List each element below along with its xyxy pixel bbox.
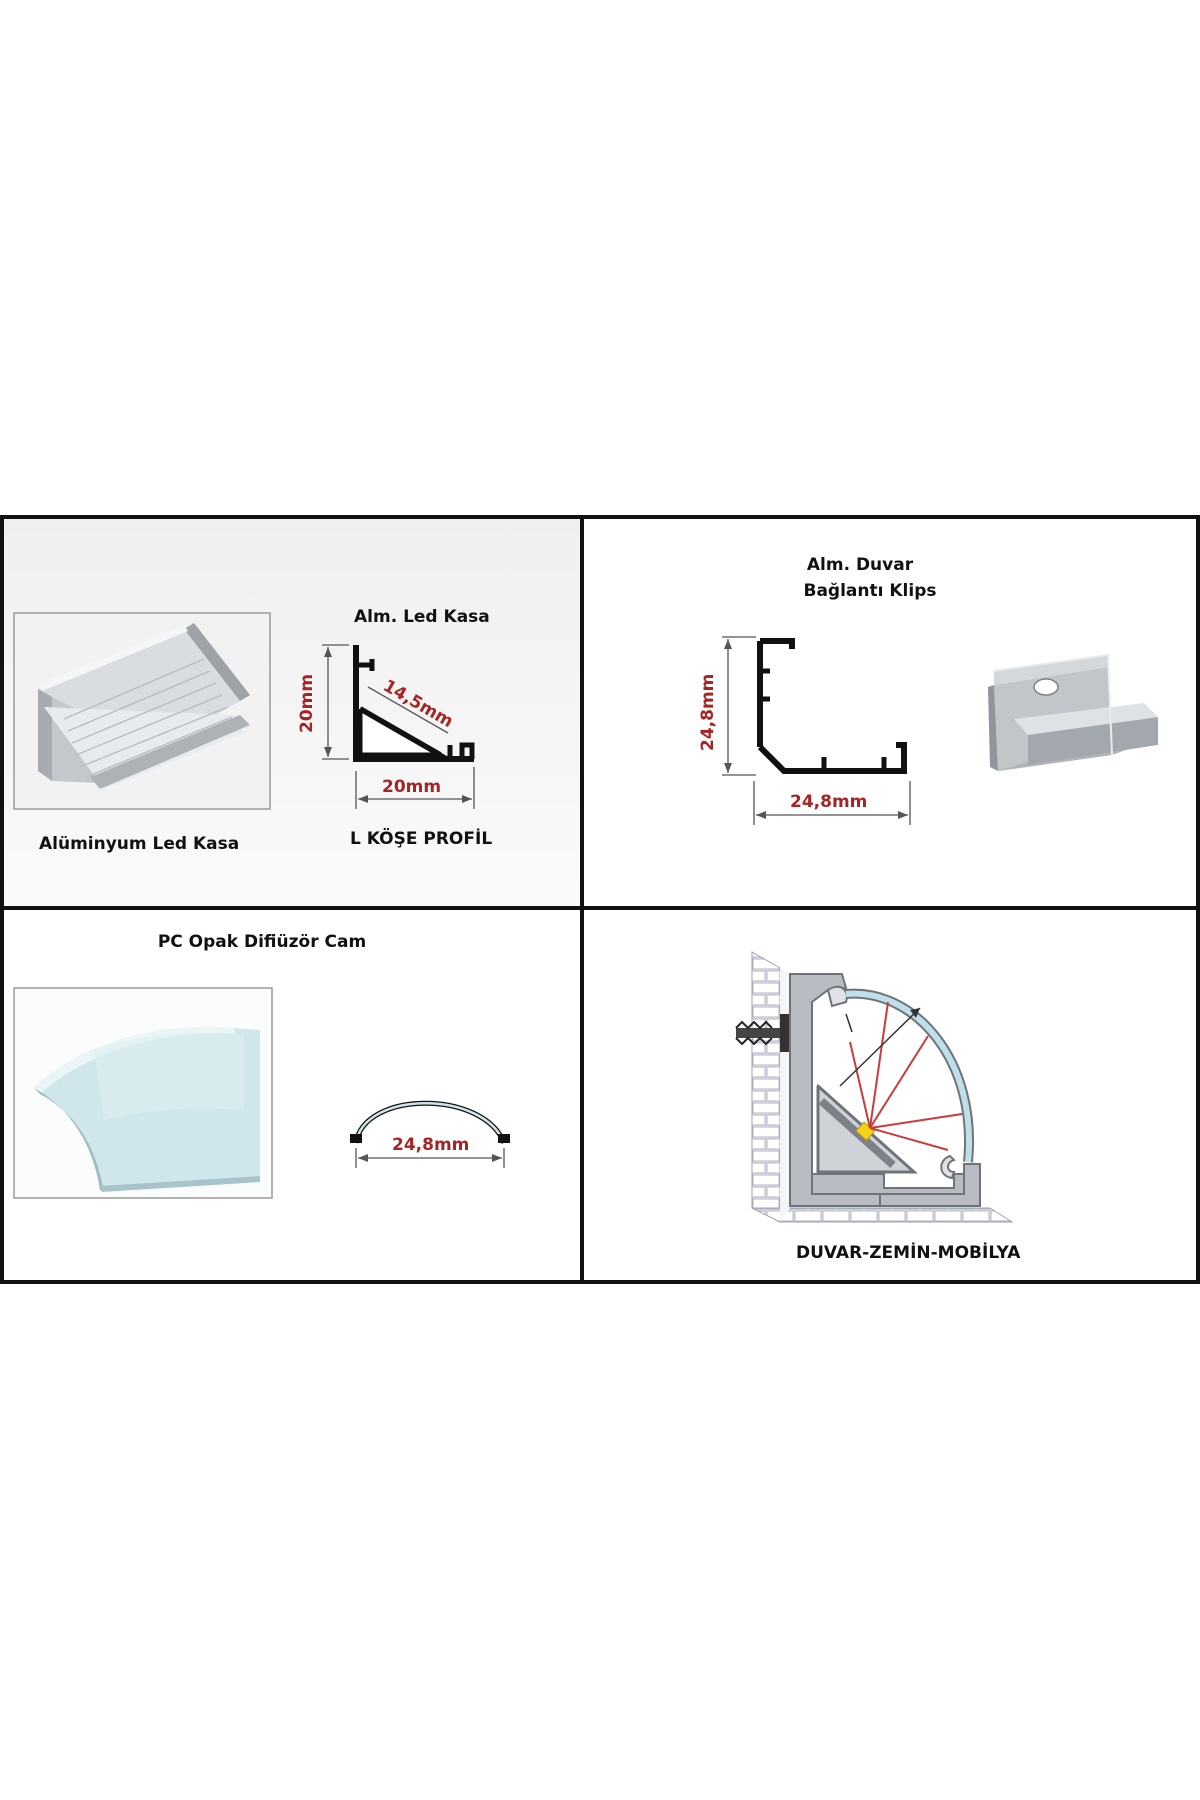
diffuser-dimension-lines: [355, 1148, 505, 1168]
panel-led-case: Alüminyum Led Kasa Alm. Led Kasa: [4, 519, 580, 906]
diffuser-photo: [34, 1026, 260, 1192]
led-case-photo: [38, 623, 250, 789]
diffuser-dim-width: 24,8mm: [392, 1135, 469, 1155]
led-case-dimension-arrows: [324, 647, 472, 803]
installation-diffuser: [845, 990, 973, 1163]
installation-profile: [789, 973, 981, 1207]
diffuser-dimension-arrows: [358, 1154, 502, 1162]
wall-clip-dim-width: 24,8mm: [790, 792, 867, 812]
wall-clip-dimension-arrows: [724, 639, 908, 819]
panel-divider-horizontal: [4, 906, 1196, 910]
angle-arrow-icon: [910, 1008, 920, 1018]
led-case-illustration: Alüminyum Led Kasa Alm. Led Kasa: [13, 607, 492, 854]
led-case-drawing-title: Alm. Led Kasa: [354, 607, 490, 627]
diffuser-title: PC Opak Difiüzör Cam: [158, 932, 366, 952]
led-case-photo-caption: Alüminyum Led Kasa: [39, 834, 239, 854]
floor-bricks: [751, 1207, 1014, 1223]
diffuser-profile-ends: [350, 1134, 510, 1143]
light-rays: [849, 1001, 963, 1151]
panel-installation: DUVAR-ZEMİN-MOBİLYA: [584, 910, 1196, 1280]
diffuser-illustration: PC Opak Difiüzör Cam: [13, 932, 510, 1199]
led-case-dimension-lines: [322, 644, 475, 809]
l-profile-triangle: [357, 706, 450, 758]
panel-diffuser: PC Opak Difiüzör Cam: [4, 910, 580, 1280]
led-strip-icon: [818, 1098, 896, 1168]
wall-clip-title-line1: Alm. Duvar: [807, 555, 914, 575]
installation-caption: DUVAR-ZEMİN-MOBİLYA: [796, 1241, 1021, 1263]
wall-clip-title-line2: Bağlantı Klips: [804, 581, 937, 601]
wall-clip-illustration: Alm. Duvar Bağlantı Klips: [698, 555, 1158, 825]
led-case-dim-width: 20mm: [382, 777, 441, 797]
panel-divider-vertical: [580, 519, 584, 1280]
wall-clip-dimension-lines: [722, 636, 911, 825]
wall-clip-photo: [988, 653, 1158, 771]
profile-name: L KÖŞE PROFİL: [350, 827, 492, 849]
wall-edge: [780, 968, 790, 1222]
installation-illustration: DUVAR-ZEMİN-MOBİLYA: [735, 951, 1021, 1263]
led-case-dim-height: 20mm: [297, 674, 317, 733]
wall-bricks: [751, 951, 781, 1223]
wall-clip-dim-height: 24,8mm: [698, 674, 718, 751]
diffuser-profile-inner: [354, 1102, 506, 1144]
clip-profile-drawing: [757, 638, 907, 774]
angle-marker: [839, 1007, 921, 1087]
product-sheet: Alüminyum Led Kasa Alm. Led Kasa: [0, 515, 1200, 1284]
panel-wall-clip: Alm. Duvar Bağlantı Klips: [584, 519, 1196, 906]
